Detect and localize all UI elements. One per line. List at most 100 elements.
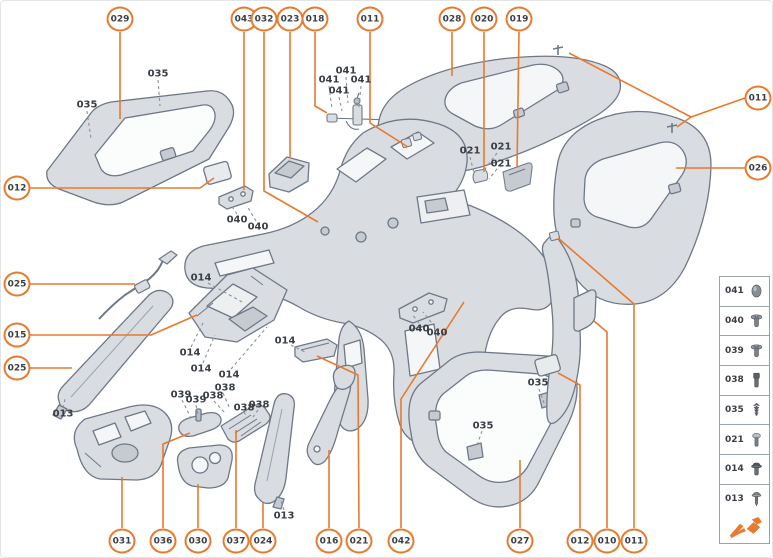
callout-016[interactable]: 016 <box>315 528 343 554</box>
callout-029[interactable]: 029 <box>106 6 134 32</box>
part-lamp-plate[interactable] <box>176 444 233 489</box>
part-wire[interactable] <box>98 250 178 320</box>
part-label-021: 021 <box>459 145 481 157</box>
part-sunroof-frame[interactable] <box>46 90 235 206</box>
callout-037[interactable]: 037 <box>222 528 250 554</box>
part-connector-cube-left[interactable] <box>203 160 232 185</box>
callout-021[interactable]: 021 <box>345 528 373 554</box>
part-console-housing[interactable] <box>73 404 173 481</box>
callout-036[interactable]: 036 <box>149 528 177 554</box>
callout-012[interactable]: 012 <box>566 528 594 554</box>
part-label-035: 035 <box>147 68 169 80</box>
callout-027[interactable]: 027 <box>506 528 534 554</box>
callout-025[interactable]: 025 <box>3 271 31 297</box>
part-label-038: 038 <box>202 390 224 402</box>
part-label-035: 035 <box>472 420 494 432</box>
legend-row-014: 014 <box>720 455 769 485</box>
part-label-038: 038 <box>233 402 255 414</box>
part-label-039: 039 <box>185 394 207 406</box>
part-label-014: 014 <box>190 363 212 375</box>
part-vent-grille[interactable] <box>220 404 271 443</box>
part-cap-plate[interactable] <box>178 408 222 438</box>
pan-screw-icon <box>748 310 765 332</box>
legend-row-041: 041 <box>720 277 769 307</box>
part-small-clips[interactable] <box>400 45 678 242</box>
cylinder-bolt-icon <box>748 369 765 391</box>
part-label-040: 040 <box>226 214 248 226</box>
callout-012[interactable]: 012 <box>3 175 31 201</box>
part-label-040: 040 <box>247 221 269 233</box>
parts-layer <box>46 45 712 510</box>
callout-031[interactable]: 031 <box>108 528 136 554</box>
callout-026[interactable]: 026 <box>744 155 772 181</box>
fir-tree-clip-icon <box>748 399 765 421</box>
legend-part-number: 039 <box>725 345 744 356</box>
part-label-013: 013 <box>273 510 295 522</box>
part-roof-panel-rear[interactable] <box>553 110 712 305</box>
part-label-014: 014 <box>179 347 201 359</box>
callout-011[interactable]: 011 <box>744 85 772 111</box>
callout-023[interactable]: 023 <box>276 6 304 32</box>
small-screw-icon <box>748 429 765 451</box>
part-label-013: 013 <box>52 408 74 420</box>
direction-arrow-icon <box>728 517 762 539</box>
callout-011[interactable]: 011 <box>620 528 648 554</box>
part-label-039: 039 <box>170 389 192 401</box>
callout-042[interactable]: 042 <box>387 528 415 554</box>
legend-footer <box>720 513 769 543</box>
callout-015[interactable]: 015 <box>3 322 31 348</box>
callout-032[interactable]: 032 <box>250 6 278 32</box>
long-screw-icon <box>748 488 765 510</box>
part-label-014: 014 <box>190 272 212 284</box>
legend-part-number: 041 <box>725 286 744 297</box>
part-label-040: 040 <box>408 323 430 335</box>
callout-028[interactable]: 028 <box>438 6 466 32</box>
callout-020[interactable]: 020 <box>470 6 498 32</box>
part-label-038: 038 <box>248 399 270 411</box>
legend-row-021: 021 <box>720 425 769 456</box>
legend-row-039: 039 <box>720 336 769 367</box>
part-connector-cube-right[interactable] <box>534 354 561 377</box>
part-label-035: 035 <box>527 377 549 389</box>
callout-010[interactable]: 010 <box>593 528 621 554</box>
callout-024[interactable]: 024 <box>249 528 277 554</box>
legend-row-040: 040 <box>720 307 769 337</box>
part-b-pillar-trim[interactable] <box>253 393 295 510</box>
part-label-041: 041 <box>335 65 357 77</box>
callout-030[interactable]: 030 <box>184 528 212 554</box>
part-label-014: 014 <box>218 369 240 381</box>
flange-screw-icon <box>748 458 765 480</box>
grommet-icon <box>748 280 765 302</box>
part-overhead-bracket[interactable] <box>188 267 288 343</box>
part-label-041: 041 <box>318 74 340 86</box>
fastener-legend: 041 040 039 038 035 021 014 013 <box>719 276 770 544</box>
callout-018[interactable]: 018 <box>301 6 329 32</box>
part-label-040: 040 <box>426 327 448 339</box>
part-c-pillar-trim[interactable] <box>541 235 582 425</box>
dashed-leaders <box>62 76 545 511</box>
legend-part-number: 013 <box>725 494 744 505</box>
callout-025[interactable]: 025 <box>3 355 31 381</box>
part-label-021: 021 <box>490 141 512 153</box>
legend-row-038: 038 <box>720 366 769 396</box>
part-rear-window-frame[interactable] <box>408 351 578 508</box>
part-storage-box[interactable] <box>268 156 310 193</box>
part-label-014: 014 <box>274 335 296 347</box>
legend-row-035: 035 <box>720 396 769 426</box>
part-label-021: 021 <box>490 158 512 170</box>
part-a-pillar-trim-left[interactable] <box>52 289 174 420</box>
callout-011[interactable]: 011 <box>356 6 384 32</box>
legend-part-number: 014 <box>725 464 744 475</box>
legend-part-number: 035 <box>725 405 744 416</box>
part-mounting-rail[interactable] <box>294 338 338 363</box>
pan-screw-icon <box>748 340 765 362</box>
leader-lines <box>30 31 746 529</box>
part-pillar-cap[interactable] <box>573 289 597 332</box>
legend-row-013: 013 <box>720 485 769 514</box>
part-bracket-strip-left[interactable] <box>218 185 254 210</box>
callout-019[interactable]: 019 <box>505 6 533 32</box>
legend-part-number: 021 <box>725 434 744 445</box>
part-bracket-strip-right[interactable] <box>398 292 448 324</box>
